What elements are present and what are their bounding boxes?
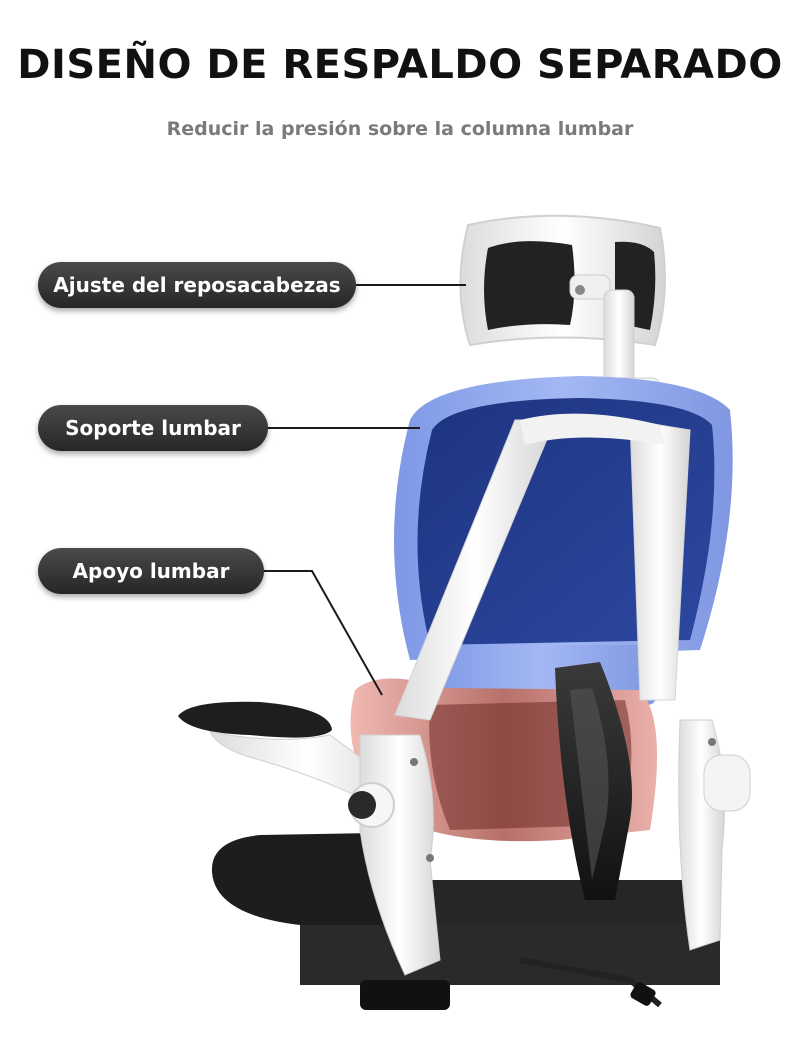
seat-lever: [519, 957, 662, 1008]
callout-headrest-adjust: Ajuste del reposacabezas: [38, 262, 356, 308]
callout-lumbar-rest: Apoyo lumbar: [38, 548, 264, 594]
seat-cushion: [211, 832, 720, 1010]
callout-lumbar-support: Soporte lumbar: [38, 405, 268, 451]
right-armrest: [678, 719, 751, 951]
left-armrest: [178, 701, 441, 976]
lumbar-spine-bar: [555, 662, 632, 900]
page-subtitle: Reducir la presión sobre la columna lumb…: [166, 118, 634, 140]
callout-connectors: [264, 284, 466, 696]
page-title: DISEÑO DE RESPALDO SEPARADO: [17, 42, 783, 88]
backrest-frame: [394, 413, 691, 721]
